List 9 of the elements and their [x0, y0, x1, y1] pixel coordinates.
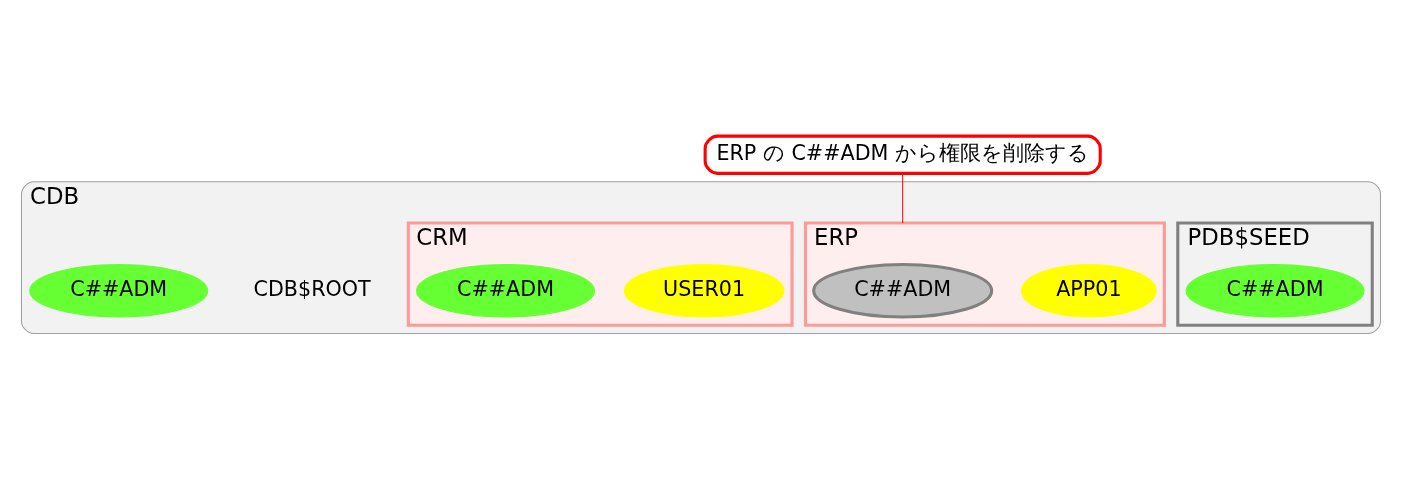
node-ellipse: C##ADM [1185, 263, 1365, 317]
node-ellipse: C##ADM [812, 262, 994, 319]
node-ellipse: APP01 [1021, 263, 1157, 317]
label: CDB$ROOT [253, 276, 371, 301]
node-box: ERP の C##ADM から権限を削除する [703, 134, 1102, 175]
node-ellipse: C##ADM [29, 263, 209, 317]
node-ellipse: USER01 [623, 263, 785, 317]
connector [902, 172, 904, 224]
node-ellipse: C##ADM [416, 263, 595, 317]
